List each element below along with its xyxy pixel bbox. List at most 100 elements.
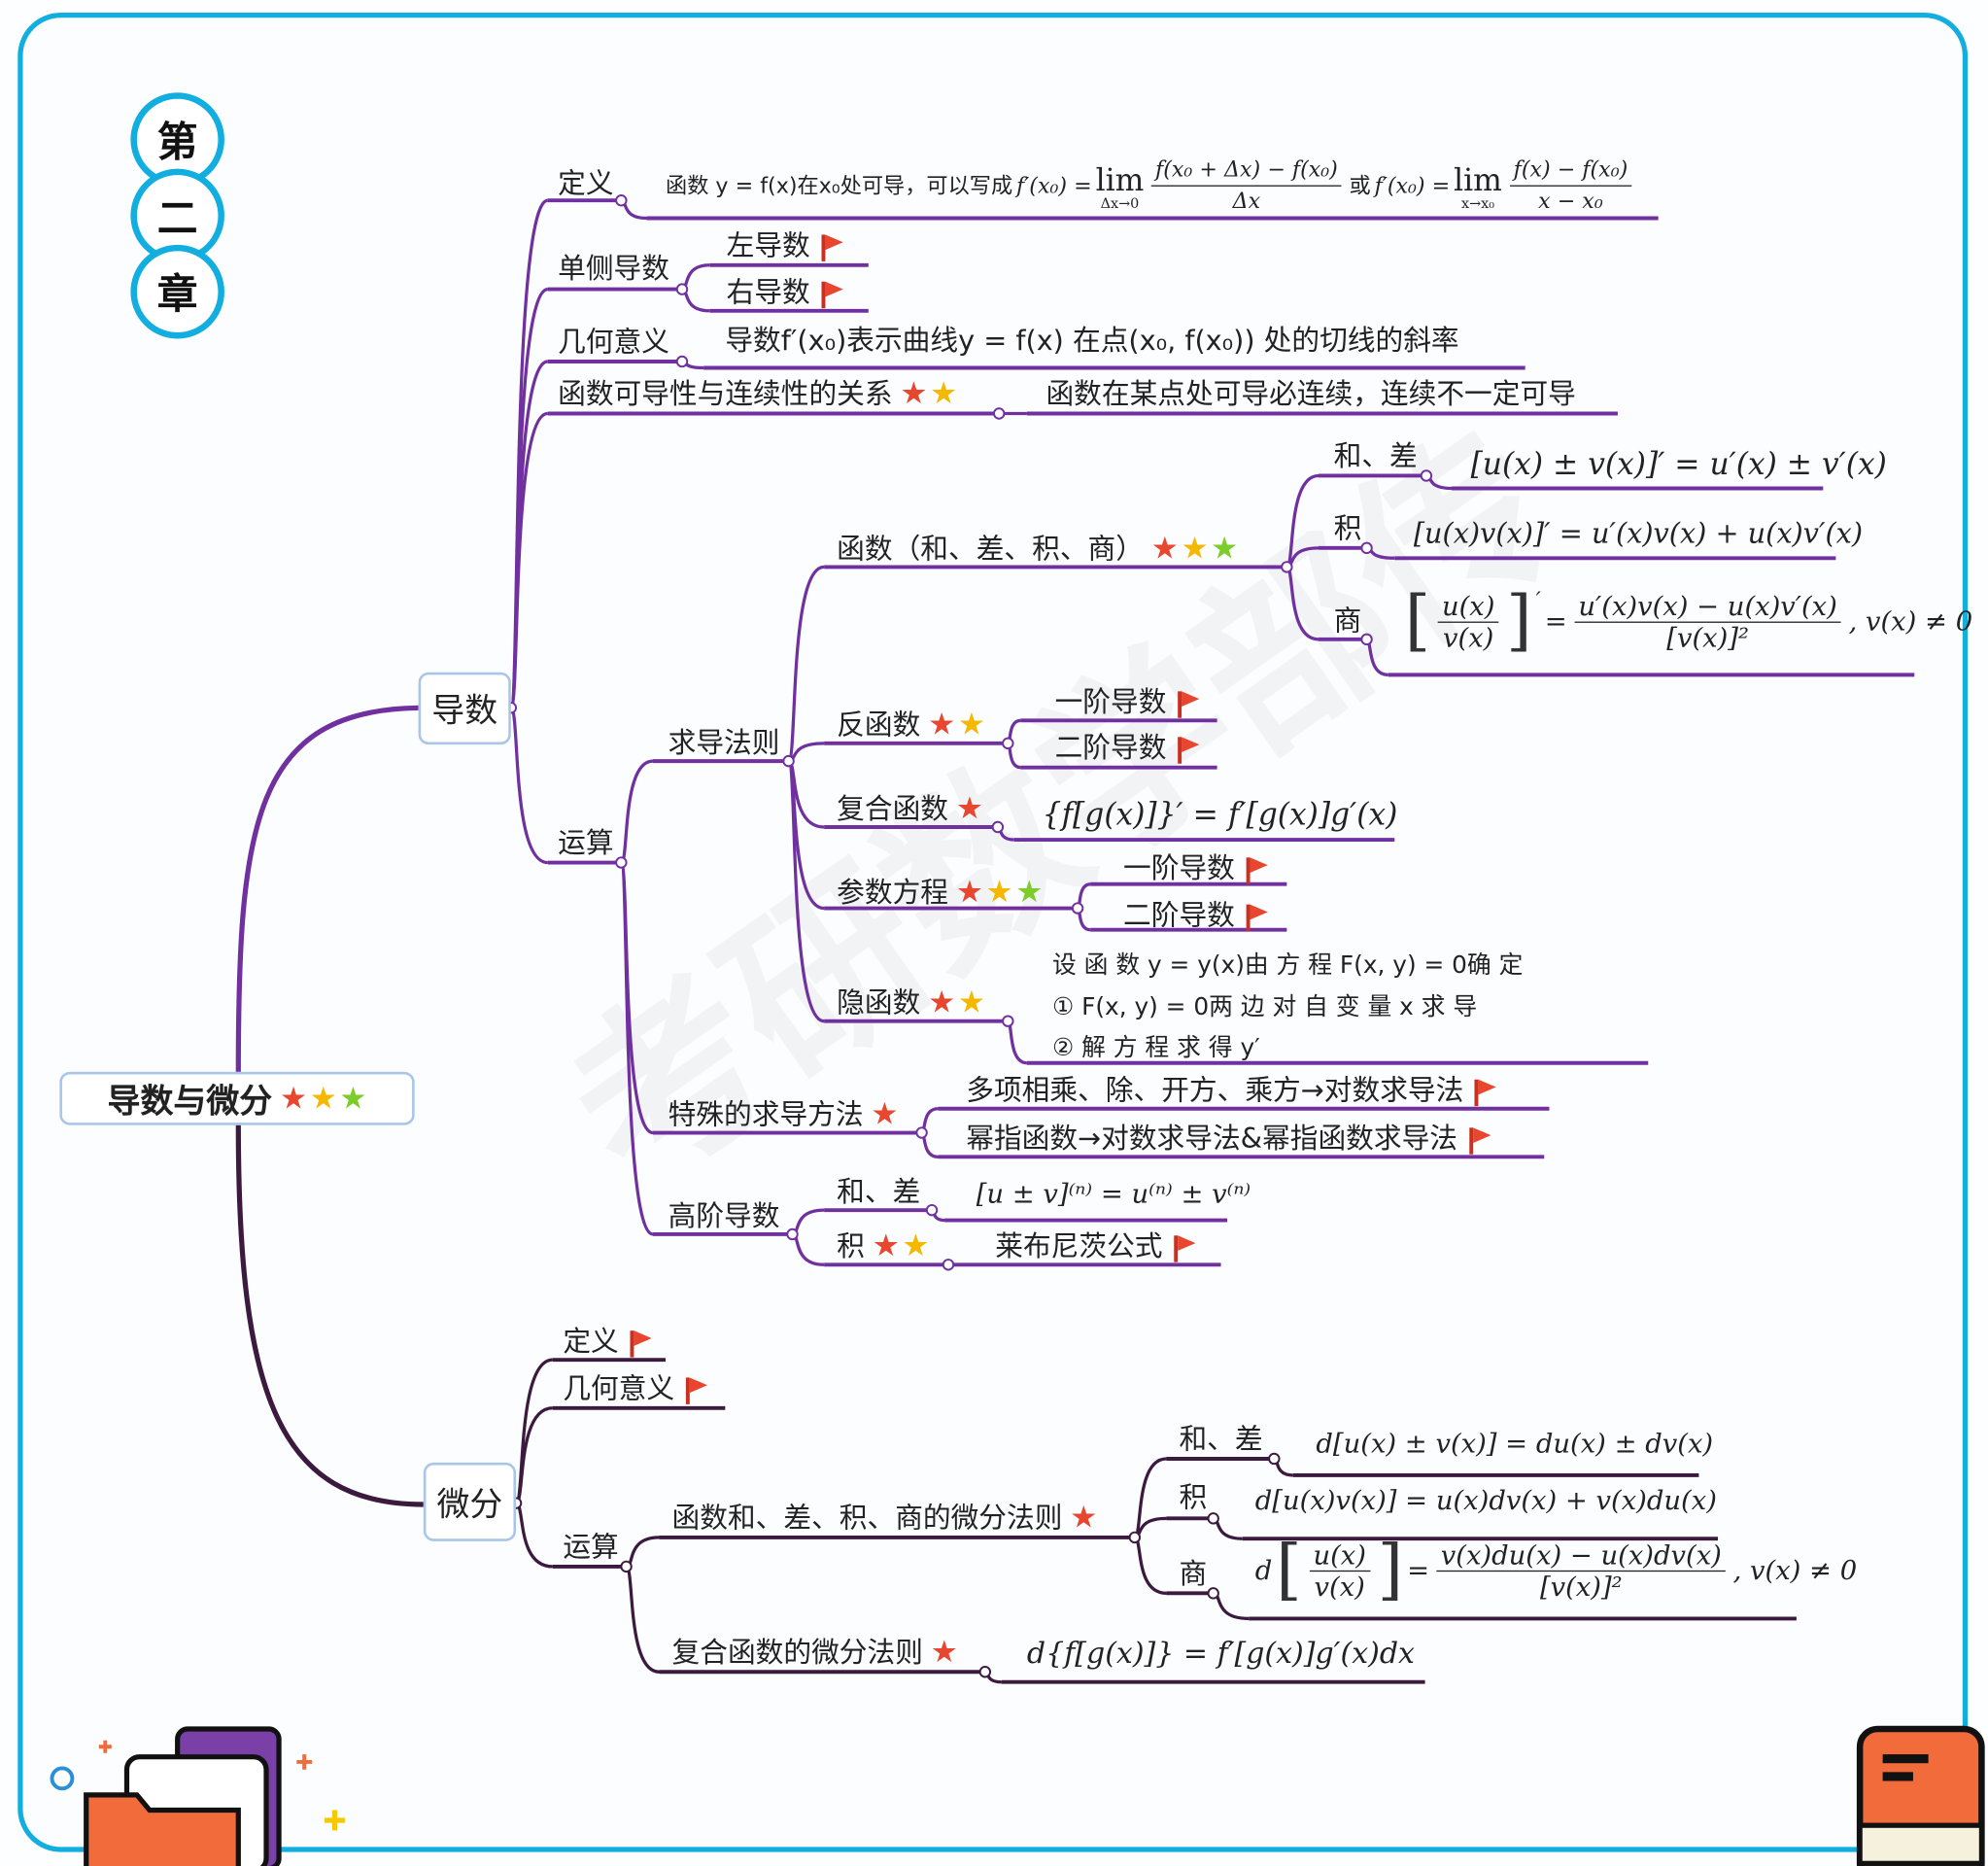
operations-label: 运算 — [558, 828, 614, 860]
lim-sub: Δx→0 — [1100, 194, 1140, 212]
condition: , v(x) ≠ 0 — [1732, 1555, 1858, 1586]
first-order-label: 一阶导数 — [1123, 853, 1235, 886]
derivative-node[interactable]: 导数 — [418, 672, 511, 745]
prime: ′ — [1535, 588, 1541, 614]
chapter-badge-3: 章 — [130, 244, 224, 339]
branch-connector — [1285, 565, 1320, 641]
right-derivative-label: 右导数 — [726, 277, 810, 310]
parametric-first: 一阶导数 — [1123, 852, 1270, 888]
derivative-label: 导数 — [431, 692, 498, 731]
implicit-label: 隐函数★★ — [837, 986, 985, 1022]
collapse-toggle — [942, 1259, 955, 1271]
diff-arith-text: 函数和、差、积、商的微分法则 — [671, 1503, 1063, 1536]
diff-quotient-formula: d [u(x)v(x)] = v(x)du(x) − u(x)dv(x)[v(x… — [1255, 1533, 1857, 1608]
definition-label: 定义 — [558, 168, 614, 201]
arith-label: 函数（和、差、积、商）★★★ — [837, 533, 1238, 569]
collapse-toggle — [1128, 1531, 1141, 1544]
diff-product-formula: d[u(x)v(x)] = u(x)dv(x) + v(x)du(x) — [1254, 1485, 1717, 1516]
inverse-second: 二阶导数 — [1055, 732, 1202, 768]
higher-product-label: 积★★ — [837, 1230, 929, 1266]
bracket: [ — [1404, 583, 1431, 660]
branch-connector — [1364, 638, 1389, 676]
star-yellow-icon: ★ — [957, 984, 985, 1020]
fraction: f(x₀ + Δx) − f(x₀)Δx — [1151, 155, 1342, 217]
higher-label: 高阶导数 — [668, 1201, 780, 1233]
flag-icon — [1246, 857, 1268, 884]
diff-geometric: 几何意义 — [563, 1372, 709, 1408]
collapse-toggle — [925, 1203, 939, 1217]
implicit-step-2: ① F(x, y) = 0两 边 对 自 变 量 x 求 导 — [1051, 992, 1478, 1021]
star-red-icon: ★ — [1070, 1499, 1098, 1536]
diff-sum-label: 和、差 — [1179, 1424, 1263, 1457]
numerator: u(x) — [1309, 1539, 1370, 1572]
flag-icon — [1178, 737, 1200, 764]
lim-sub: x→x₀ — [1461, 194, 1494, 212]
star-red-icon: ★ — [280, 1081, 308, 1117]
sum-label: 和、差 — [1333, 441, 1418, 473]
branch-root-derivative — [235, 705, 419, 1072]
branch-root-differential — [235, 1124, 424, 1507]
star-red-icon: ★ — [928, 984, 956, 1020]
numerator: u′(x)v(x) − u(x)v′(x) — [1574, 591, 1841, 623]
collapse-toggle — [915, 1126, 928, 1139]
collapse-toggle — [978, 1666, 992, 1678]
fraction: u′(x)v(x) − u(x)v′(x)[v(x)]² — [1574, 591, 1841, 653]
star-red-icon: ★ — [1150, 530, 1179, 567]
branch-connector — [1006, 1019, 1028, 1065]
lim-text: lim — [1095, 161, 1145, 197]
special-label: 特殊的求导方法★ — [668, 1098, 899, 1134]
parametric-label: 参数方程★★★ — [837, 877, 1043, 913]
collapse-toggle — [991, 820, 1005, 834]
page-frame — [17, 13, 1969, 1852]
branch-connector — [509, 411, 549, 709]
branch-connector — [1133, 1536, 1167, 1595]
fraction: v(x)du(x) − u(x)dv(x)[v(x)]² — [1436, 1539, 1726, 1602]
diff-arith-label: 函数和、差、积、商的微分法则★ — [672, 1502, 1098, 1538]
star-red-icon: ★ — [871, 1095, 899, 1132]
higher-product-text: 积 — [837, 1231, 865, 1263]
flag-icon — [630, 1330, 652, 1358]
special-text: 特殊的求导方法 — [668, 1099, 864, 1132]
star-red-icon: ★ — [928, 706, 956, 743]
folder-decoration-icon — [50, 1726, 345, 1866]
definition-prefix: 函数 y = f(x)在x₀处可导，可以写成 — [666, 173, 1013, 199]
inverse-first: 一阶导数 — [1055, 686, 1202, 722]
branch-connector — [619, 860, 654, 1236]
geometric-content: 导数f′(x₀)表示曲线y = f(x) 在点(x₀, f(x₀)) 处的切线的… — [725, 326, 1459, 359]
second-order-label: 二阶导数 — [1123, 900, 1235, 933]
denominator: [v(x)]² — [1666, 622, 1749, 653]
inverse-label: 反函数★★ — [837, 709, 985, 745]
book-decoration-icon — [1856, 1725, 1985, 1866]
arith-text: 函数（和、差、积、商） — [837, 534, 1144, 567]
left-derivative-label: 左导数 — [726, 230, 810, 263]
implicit-step-1: 设 函 数 y = y(x)由 方 程 F(x, y) = 0确 定 — [1051, 950, 1524, 980]
flag-icon — [1178, 691, 1200, 718]
star-yellow-icon: ★ — [902, 1227, 930, 1263]
star-red-icon: ★ — [900, 375, 928, 411]
star-red-icon: ★ — [930, 1634, 958, 1670]
higher-sum-label: 和、差 — [837, 1177, 921, 1209]
root-node[interactable]: 导数与微分 ★ ★ ★ — [59, 1071, 415, 1125]
fraction: u(x)v(x) — [1309, 1539, 1370, 1602]
numerator: u(x) — [1438, 591, 1499, 623]
star-green-icon: ★ — [339, 1081, 367, 1117]
special-item-1: 多项相乘、除、开方、乘方→对数求导法 — [966, 1075, 1499, 1111]
differential-node[interactable]: 微分 — [423, 1462, 517, 1541]
collapse-toggle — [1207, 1587, 1219, 1600]
bracket: ] — [1506, 583, 1532, 660]
continuity-content: 函数在某点处可导必连续，连续不一定可导 — [1045, 379, 1576, 411]
geometric-label: 几何意义 — [558, 327, 669, 360]
or-text: 或 — [1349, 173, 1371, 199]
branch-connector — [1133, 1457, 1167, 1539]
condition: , v(x) ≠ 0 — [1848, 605, 1973, 638]
product-formula: [u(x)v(x)]′ = u′(x)v(x) + u(x)v′(x) — [1413, 518, 1864, 551]
continuity-text: 函数可导性与连续性的关系 — [558, 379, 893, 411]
diff-composite-label: 复合函数的微分法则★ — [672, 1637, 958, 1673]
rules-label: 求导法则 — [668, 728, 780, 760]
right-derivative: 右导数 — [727, 277, 846, 313]
star-red-icon: ★ — [872, 1227, 900, 1263]
left-derivative: 左导数 — [727, 229, 846, 265]
differential-label: 微分 — [436, 1486, 503, 1525]
flag-icon — [1468, 1127, 1491, 1155]
